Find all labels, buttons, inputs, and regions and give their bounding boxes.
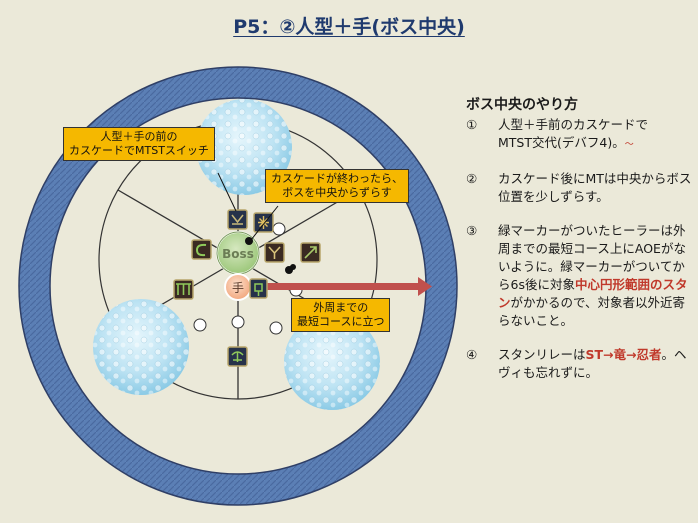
dark-knight-icon (227, 209, 248, 230)
warrior-icon (264, 242, 285, 263)
instruction-item-3: ③ 緑マーカーがついたヒーラーは外周までの最短コース上にAOEがないように。緑マ… (466, 223, 688, 328)
ninja-icon (245, 237, 253, 245)
white-mage-icon (173, 279, 194, 300)
paladin-icon (227, 346, 248, 367)
callout-outer-route: 外周までの 最短コースに立つ (291, 298, 391, 332)
move-arrow (260, 277, 432, 296)
instructions-heading: ボス中央のやり方 (466, 97, 578, 113)
hand-label: 手 (232, 281, 244, 295)
summoner-icon (191, 239, 212, 260)
instruction-item-4: ④ スタンリレーはST→竜→忍者。ヘヴィも忘れずに。 (466, 347, 687, 380)
instruction-item-1: ① 人型＋手前のカスケードで MTST交代(デバフ4)。～ (466, 117, 649, 150)
scholar-icon (249, 278, 268, 299)
after-cascade-pointer (250, 205, 279, 241)
instructions-panel: ボス中央のやり方 ① 人型＋手前のカスケードで MTST交代(デバフ4)。～ ②… (466, 96, 692, 398)
puddle-bottom-right (284, 314, 380, 410)
callout-after-cascade: カスケードが終わったら、 ボスを中央からずらす (265, 169, 409, 203)
bard-icon (300, 242, 321, 263)
boss-label: Boss (222, 247, 254, 261)
puddle-bottom-left (93, 299, 189, 395)
swap-pointer (217, 172, 237, 212)
page-title: P5：②人型＋手(ボス中央) (233, 16, 465, 38)
instruction-item-2: ② カスケード後にMTは中央からボス位置を少しずらす。 (466, 171, 692, 204)
hand-marker: 手 (224, 273, 252, 301)
callout-swap: 人型＋手の前の カスケードでMTSTスイッチ (63, 127, 215, 161)
